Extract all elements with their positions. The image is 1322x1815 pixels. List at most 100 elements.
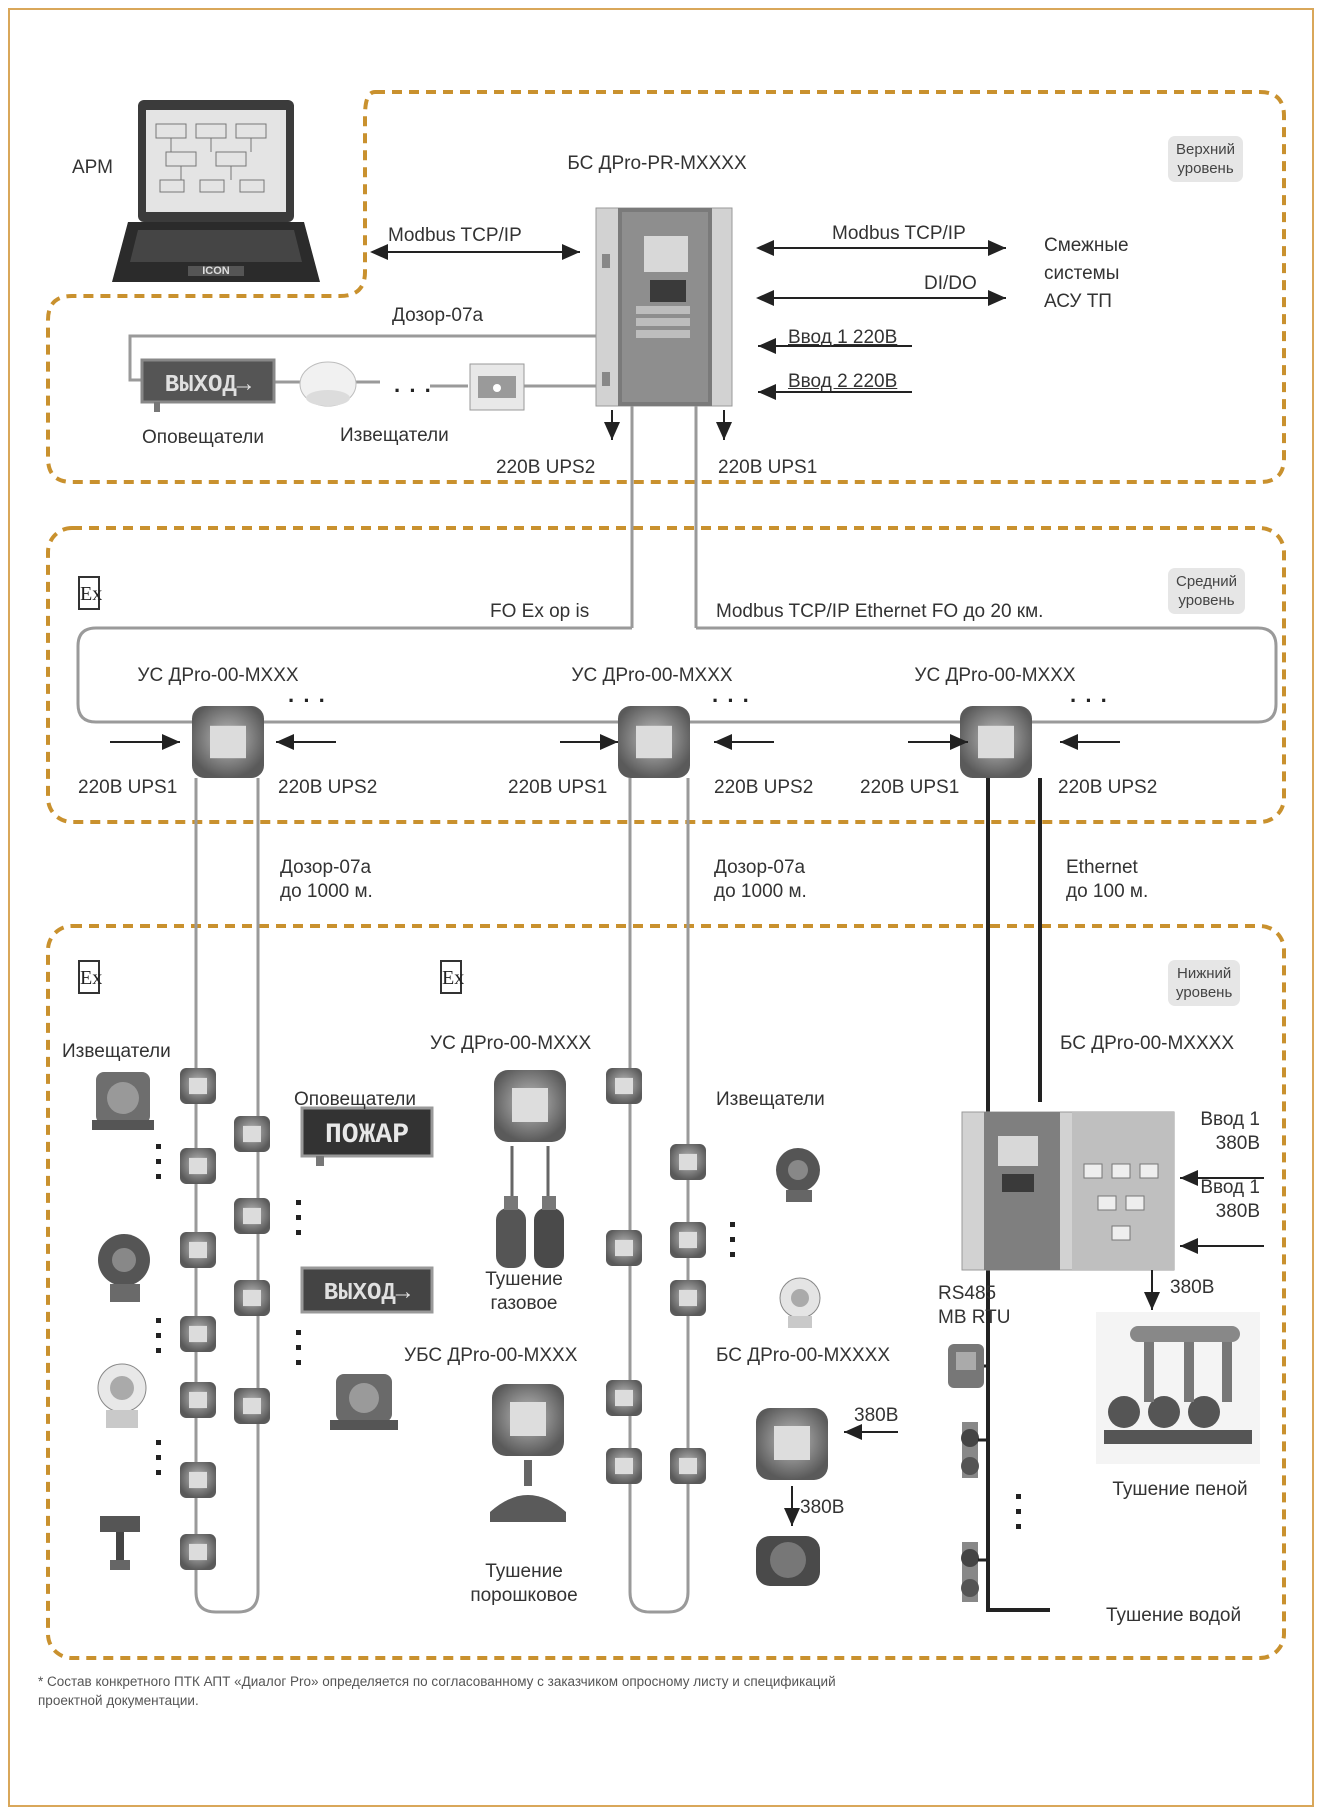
mid-unit-1-icon (192, 706, 264, 778)
dozor-top-label: Дозор-07а (392, 305, 484, 326)
exit-sign-upper-text: ВЫХОД→ (165, 372, 252, 399)
junction-box-3-icon (180, 1232, 216, 1268)
vdots-7 (1016, 1494, 1022, 1539)
middle-level-zone (46, 526, 1286, 824)
detectors-top-label: Извещатели (340, 425, 449, 446)
junction-box-6-icon (180, 1462, 216, 1498)
ellipsis-mid-2: ··· (712, 688, 758, 713)
rs485-label: RS485 MB RTU (938, 1283, 1011, 1328)
input2-lower-label: Ввод 1 380В (1200, 1177, 1260, 1222)
powder-label: Тушение порошковое (470, 1561, 578, 1606)
main-unit-label: БС ДPro-PR-MXXXX (567, 153, 747, 174)
input1-lower-label: Ввод 1 380В (1200, 1109, 1260, 1154)
adjacent-systems-label: Смежные системы АСУ ТП (1044, 235, 1129, 312)
junction-box-5-icon (180, 1382, 216, 1418)
ex-siren-icon (330, 1374, 398, 1430)
upper-level-badge: Верхний уровень (1168, 136, 1244, 182)
ups2-top-label: 220В UPS2 (496, 457, 596, 478)
detector-mid-2-icon (779, 1277, 821, 1328)
manual-call-point-icon (469, 363, 525, 411)
page-frame (8, 8, 1314, 1807)
junction-box-18-icon (670, 1280, 706, 1316)
gas-label: Тушение газовое (485, 1269, 563, 1314)
detector-heat-icon (100, 1516, 140, 1570)
junction-box-11-icon (234, 1388, 270, 1424)
vdots-6 (730, 1222, 736, 1267)
junction-box-8-icon (234, 1116, 270, 1152)
bs-unit-mid-label: БС ДPro-00-MXXXX (716, 1345, 890, 1366)
vdots-3 (156, 1440, 162, 1485)
junction-box-1-icon (180, 1068, 216, 1104)
fire-sign-icon (300, 1106, 434, 1166)
laptop-brand: ICON (202, 265, 230, 277)
mid-unit-2-right: 220В UPS2 (714, 777, 814, 798)
water-label: Тушение водой (1106, 1605, 1242, 1626)
ups1-top-label: 220В UPS1 (718, 457, 818, 478)
mid-unit-2-icon (618, 706, 690, 778)
junction-box-16-icon (670, 1144, 706, 1180)
vdots-1 (156, 1144, 162, 1189)
mid-unit-3-right: 220В UPS2 (1058, 777, 1158, 798)
foam-pump-station-icon (1096, 1312, 1260, 1464)
ex-mark-middle: Ex (78, 576, 102, 610)
junction-box-10-icon (234, 1280, 270, 1316)
detector-explosionproof-icon (92, 1072, 154, 1130)
rs485-device-icon (948, 1344, 984, 1388)
junction-box-13-icon (606, 1230, 642, 1266)
smoke-detector-icon (299, 361, 357, 407)
modbus-left-label: Modbus TCP/IP (388, 225, 522, 246)
fo-ex-label: FO Ex op is (490, 601, 590, 622)
exit-sign-lower-icon (300, 1266, 434, 1314)
v380-b-label: 380В (800, 1497, 845, 1518)
us-unit-lower-icon (494, 1070, 566, 1142)
junction-box-15-icon (606, 1448, 642, 1484)
vdots-5 (296, 1330, 302, 1375)
v380-a-label: 380В (854, 1405, 899, 1426)
exit-sign-lower-text: ВЫХОД→ (324, 1280, 411, 1307)
junction-box-4-icon (180, 1316, 216, 1352)
ellipsis-mid-3: ··· (1070, 688, 1116, 713)
gas-cylinders-icon (496, 1196, 564, 1268)
link1-label: Дозор-07а до 1000 м. (280, 857, 373, 902)
mid-unit-1-label: УС ДPro-00-MXXX (137, 665, 299, 686)
ellipsis-mid-1: ··· (288, 688, 334, 713)
exit-sign-upper-icon (140, 358, 276, 412)
bs-unit-right-label: БС ДPro-00-MXXXX (1060, 1033, 1234, 1054)
detectors-mid-label: Извещатели (716, 1089, 825, 1110)
lower-level-zone (46, 924, 1286, 1660)
junction-box-19-icon (670, 1448, 706, 1484)
main-cabinet-icon (595, 207, 733, 407)
junction-box-14-icon (606, 1380, 642, 1416)
footnote: * Состав конкретного ПТК АПТ «Диалог Pro… (38, 1674, 836, 1708)
upper-level-zone (46, 90, 1286, 484)
vdots-4 (296, 1200, 302, 1245)
junction-box-12-icon (606, 1068, 642, 1104)
modbus-right-label: Modbus TCP/IP (832, 223, 966, 244)
laptop-icon (112, 100, 320, 282)
mid-unit-3-icon (960, 706, 1032, 778)
junction-box-2-icon (180, 1148, 216, 1184)
mid-unit-2-left: 220В UPS1 (508, 777, 608, 798)
fan-icon (756, 1536, 820, 1586)
detectors-left-label: Извещатели (62, 1041, 171, 1062)
water-valve-1-icon (961, 1422, 979, 1478)
arm-label: АРМ (72, 157, 113, 178)
detector-flame-light-icon (97, 1363, 147, 1428)
junction-box-7-icon (180, 1534, 216, 1570)
mid-unit-2-label: УС ДPro-00-MXXX (571, 665, 733, 686)
vdots-2 (156, 1318, 162, 1363)
detector-mid-1-icon (776, 1148, 820, 1202)
bs-unit-mid-icon (756, 1408, 828, 1480)
lower-level-badge: Нижний уровень (1168, 960, 1241, 1006)
junction-box-17-icon (670, 1222, 706, 1258)
ellipsis-top: ··· (394, 378, 440, 403)
mid-unit-3-label: УС ДPro-00-MXXX (914, 665, 1076, 686)
mid-unit-3-left: 220В UPS1 (860, 777, 960, 798)
ex-mark-lower-mid: Ex (440, 960, 464, 994)
v380-c-label: 380В (1170, 1277, 1215, 1298)
bs-cabinet-right-icon (961, 1111, 1175, 1271)
ubs-unit-icon (492, 1384, 564, 1456)
detector-flame-icon (98, 1234, 150, 1302)
notifiers-top-label: Оповещатели (142, 427, 264, 448)
